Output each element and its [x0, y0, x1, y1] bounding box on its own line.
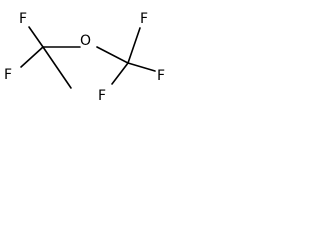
- atom-f-upper-left: F: [19, 11, 27, 27]
- bond-c2-f-upper: [127, 27, 141, 64]
- bond-c1-f-lower: [20, 46, 44, 68]
- atom-f-upper-right: F: [140, 11, 148, 27]
- atom-oxygen: O: [80, 33, 91, 49]
- chemical-structure-diagram: F F O F F F: [4, 11, 165, 104]
- atom-f-lower-left: F: [4, 67, 12, 83]
- bond-c1-f-upper: [28, 26, 44, 48]
- atom-f-right: F: [157, 68, 165, 84]
- bond-c2-f-right: [127, 62, 156, 72]
- bond-oxygen-c2: [96, 46, 129, 64]
- bond-c2-f-lower: [111, 62, 129, 85]
- bond-c1-methyl: [42, 46, 72, 89]
- atom-f-lower-right: F: [98, 88, 106, 104]
